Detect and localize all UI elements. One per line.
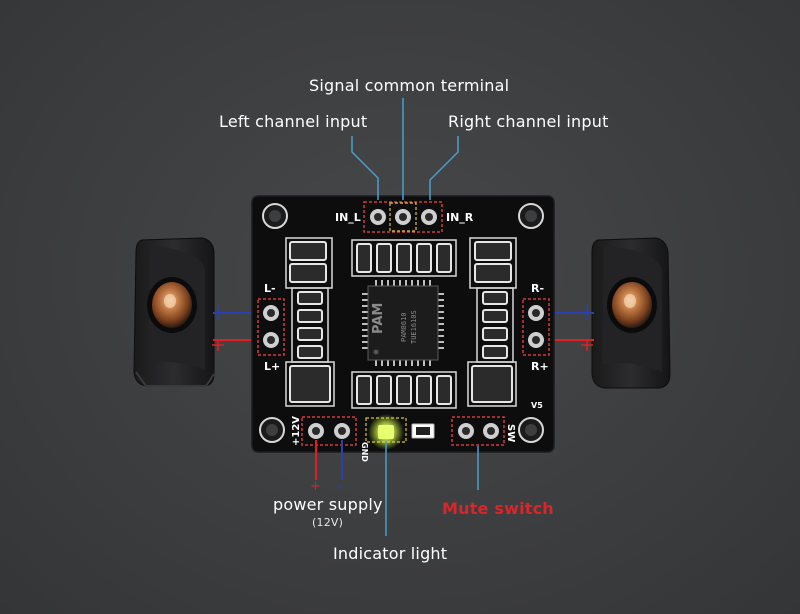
power-minus-mark: - <box>338 479 343 494</box>
power-supply-label: power supply <box>273 495 383 514</box>
power-voltage-label: (12V) <box>312 516 344 529</box>
input-header-pins <box>363 201 443 233</box>
r-minus-label: R- <box>531 282 544 295</box>
power-plus-mark: + <box>310 479 321 494</box>
power-wires <box>315 440 343 480</box>
chip-model-label: PAM8610 <box>400 312 408 342</box>
right-output-pins <box>522 298 550 356</box>
l-plus-label: L+ <box>264 360 280 373</box>
right-speaker-icon <box>591 237 671 389</box>
in-r-label: IN_R <box>446 211 474 224</box>
smd-components <box>289 241 513 405</box>
left-speaker-icon <box>133 237 215 387</box>
led-icon <box>365 414 435 450</box>
r-plus-label: R+ <box>531 360 549 373</box>
power-pins <box>301 416 357 446</box>
in-l-label: IN_L <box>335 211 361 224</box>
chip-code-label: TUE1610S <box>410 310 418 344</box>
mounting-holes <box>259 203 544 443</box>
right-input-label: Right channel input <box>448 112 609 131</box>
silkscreen-frames <box>285 237 517 409</box>
gnd-label: GND <box>360 442 369 462</box>
pcb-board: IN_L IN_R L- L+ R- R+ V5 +12V GND SW PAM… <box>251 195 555 462</box>
chip-brand-label: PAM <box>371 303 386 334</box>
pcb-silkscreen-text: IN_L IN_R L- L+ R- R+ V5 +12V GND SW PAM… <box>264 211 549 462</box>
left-output-pins <box>257 298 285 356</box>
mute-switch-pins <box>451 416 505 446</box>
left-input-label: Left channel input <box>219 112 368 131</box>
callout-lines <box>351 98 479 536</box>
indicator-light-label: Indicator light <box>333 544 448 563</box>
l-minus-label: L- <box>264 282 276 295</box>
plus-12v-label: +12V <box>291 416 302 446</box>
chip-icon <box>362 280 444 366</box>
sw-label: SW <box>505 424 516 442</box>
mute-switch-label: Mute switch <box>442 499 554 518</box>
version-label: V5 <box>531 401 543 410</box>
signal-common-label: Signal common terminal <box>309 76 510 95</box>
